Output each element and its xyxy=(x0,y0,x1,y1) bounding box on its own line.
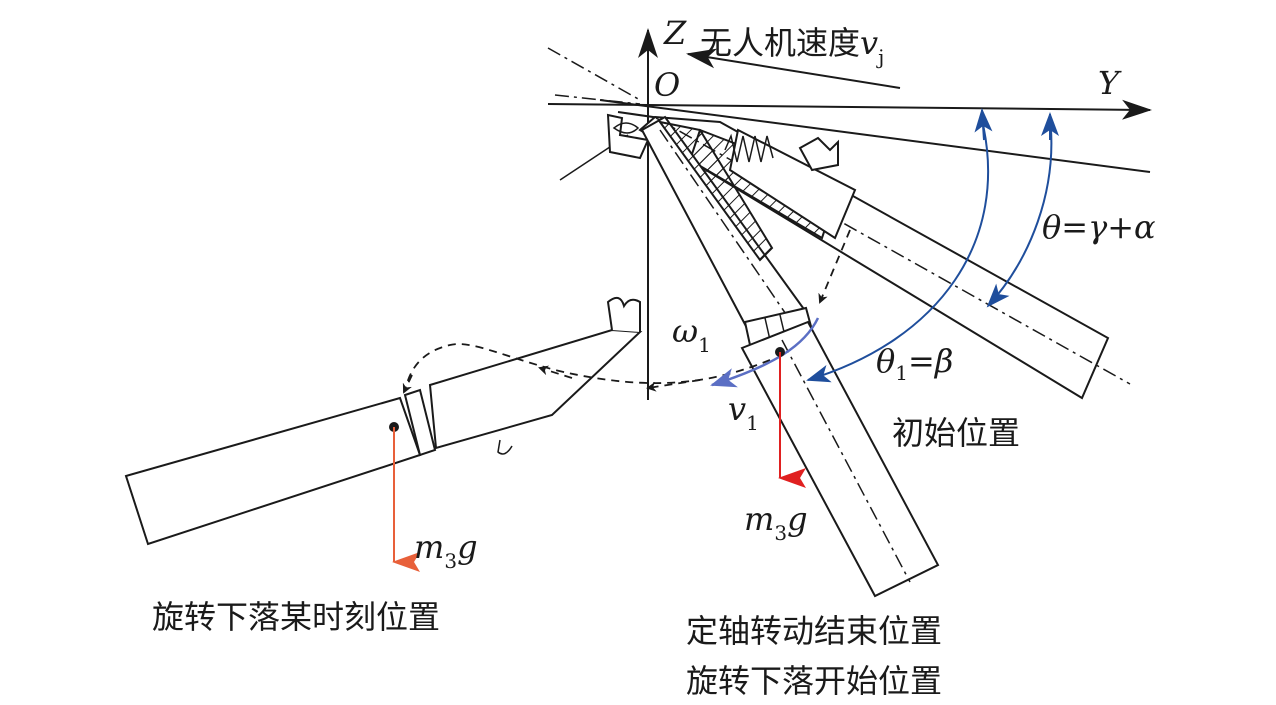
fall-trajectory xyxy=(402,343,771,394)
v1-label: v1 xyxy=(728,390,759,435)
falling-start-label: 旋转下落开始位置 xyxy=(686,662,942,700)
z-axis-label: Z xyxy=(663,14,687,52)
theta-angle-arc xyxy=(986,112,1059,308)
m3g-label-middle: m3g xyxy=(744,500,808,545)
origin-label: O xyxy=(654,66,680,104)
gravity-arrow-left xyxy=(389,422,420,572)
initial-position-label: 初始位置 xyxy=(892,414,1020,452)
theta1-angle-arc xyxy=(806,108,993,383)
uav-speed-label: 无人机速度vj xyxy=(700,24,884,69)
bar-initial-position xyxy=(638,115,1131,400)
theta1-label: θ1=β xyxy=(876,342,953,385)
gravity-arrow-middle xyxy=(775,347,806,488)
uav-speed-arrow xyxy=(686,48,901,89)
spring-icon xyxy=(724,133,774,163)
falling-moment-label: 旋转下落某时刻位置 xyxy=(152,598,440,636)
theta-equation: θ=γ+α xyxy=(1042,208,1156,246)
bar-fixed-axis-end xyxy=(640,115,940,598)
m3g-label-left: m3g xyxy=(414,528,478,573)
fixed-axis-end-label: 定轴转动结束位置 xyxy=(686,612,942,650)
omega-label: ω1 xyxy=(672,312,711,357)
bar-falling-moment xyxy=(124,296,643,546)
y-axis xyxy=(547,99,1152,120)
y-axis-label: Y xyxy=(1098,64,1122,102)
